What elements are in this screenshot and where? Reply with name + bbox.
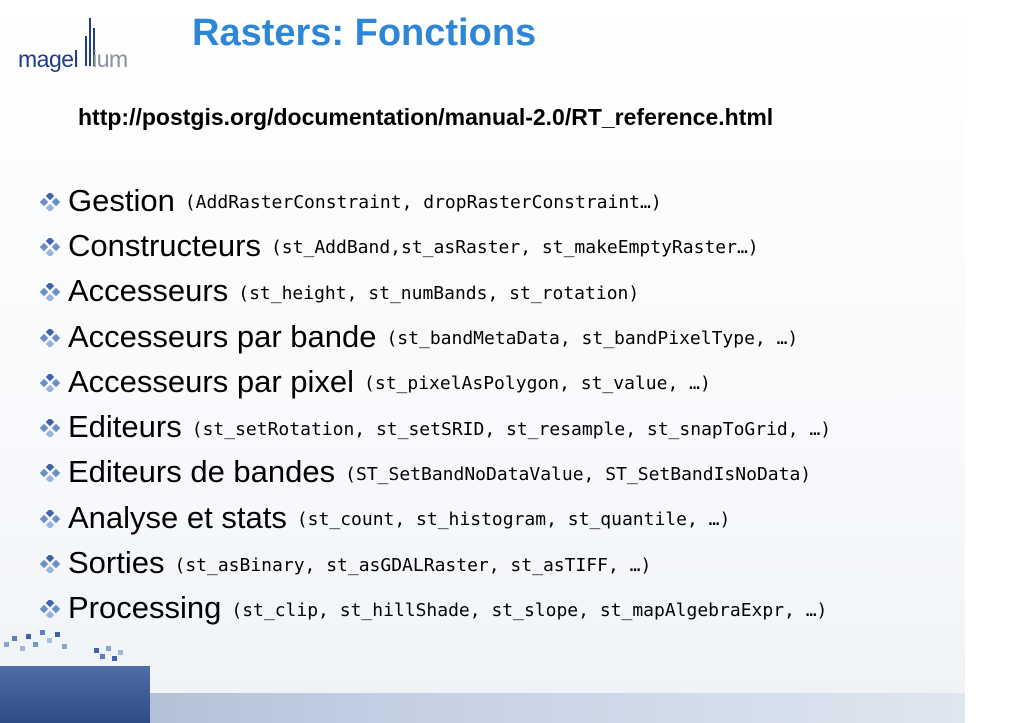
diamond-cluster-icon [40, 236, 62, 256]
category-term: Editeurs [68, 409, 182, 445]
function-names: (st_count, st_histogram, st_quantile, …) [296, 509, 731, 531]
category-term: Processing [68, 590, 222, 626]
function-names: (st_pixelAsPolygon, st_value, …) [364, 373, 711, 395]
function-names: (AddRasterConstraint, dropRasterConstrai… [184, 192, 662, 214]
function-names: (st_height, st_numBands, st_rotation) [238, 282, 640, 304]
diamond-cluster-icon [40, 462, 62, 483]
function-names: (st_asBinary, st_asGDALRaster, st_asTIFF… [174, 554, 652, 576]
footer-block [0, 666, 150, 723]
right-margin [965, 0, 1023, 723]
logo-bars-icon [85, 18, 99, 66]
category-term: Constructeurs [68, 227, 261, 263]
list-item: Accesseurs (st_height, st_numBands, st_ro… [40, 269, 831, 314]
list-item: Processing (st_clip, st_hillShade, st_slo… [40, 586, 831, 631]
function-names: (st_setRotation, st_setSRID, st_resample… [191, 418, 832, 440]
function-names: (st_bandMetaData, st_bandPixelType, …) [386, 328, 799, 350]
diamond-cluster-icon [40, 191, 62, 211]
list-item: Accesseurs par pixel (st_pixelAsPolygon, … [40, 359, 831, 404]
function-names: (st_clip, st_hillShade, st_slope, st_map… [231, 599, 828, 621]
list-item: Editeurs de bandes (ST_SetBandNoDataValue… [40, 450, 831, 495]
category-term: Accesseurs [68, 273, 229, 309]
category-term: Sorties [68, 545, 165, 581]
category-term: Editeurs de bandes [68, 454, 336, 490]
diamond-cluster-icon [40, 327, 62, 347]
category-term: Analyse et stats [68, 499, 287, 535]
function-names: (st_AddBand,st_asRaster, st_makeEmptyRas… [270, 237, 759, 259]
diamond-cluster-icon [40, 553, 62, 574]
slide-title: Rasters: Fonctions [192, 12, 537, 54]
diamond-cluster-icon [40, 598, 62, 619]
footer-band [0, 693, 965, 723]
category-term: Accesseurs par pixel [68, 363, 355, 399]
diamond-cluster-icon [40, 417, 62, 438]
function-names: (ST_SetBandNoDataValue, ST_SetBandIsNoDa… [345, 463, 812, 485]
category-term: Gestion [68, 182, 175, 218]
diamond-cluster-icon [40, 281, 62, 302]
pixel-scatter-icon [4, 630, 123, 661]
list-item: Accesseurs par bande (st_bandMetaData, st… [40, 314, 831, 359]
category-term: Accesseurs par bande [68, 318, 377, 354]
list-item: Editeurs (st_setRotation, st_setSRID, st_… [40, 404, 831, 449]
diamond-cluster-icon [40, 508, 62, 528]
function-list: Gestion (AddRasterConstraint, dropRasterC… [40, 178, 831, 631]
list-item: Gestion (AddRasterConstraint, dropRasterC… [40, 178, 831, 223]
reference-url: http://postgis.org/documentation/manual-… [78, 104, 774, 130]
list-item: Constructeurs (st_AddBand,st_asRaster, st… [40, 223, 831, 268]
diamond-cluster-icon [40, 372, 62, 392]
list-item: Sorties (st_asBinary, st_asGDALRaster, st… [40, 540, 831, 585]
list-item: Analyse et stats (st_count, st_histogram,… [40, 495, 831, 540]
